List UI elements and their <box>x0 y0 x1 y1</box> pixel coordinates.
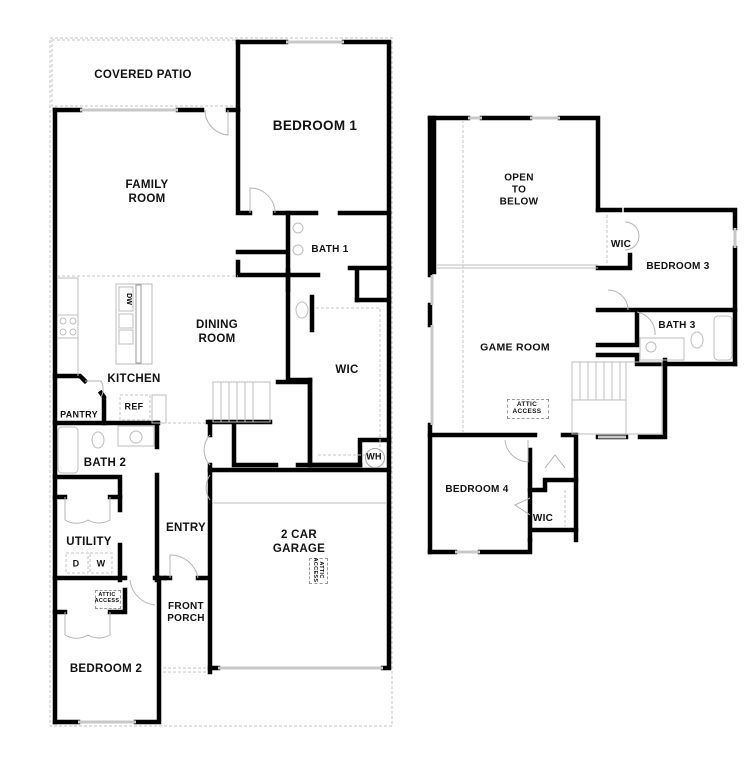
attic-access-box <box>507 399 549 419</box>
room-label-covered-patio: COVERED PATIO <box>94 68 192 81</box>
first-floor-fixtures: DW <box>57 109 387 639</box>
svg-text:DW: DW <box>125 293 132 305</box>
room-label-wic-4: WIC <box>532 512 554 524</box>
second-floor-windows <box>430 116 737 554</box>
attic-access-label: ATTIC ACCESS <box>512 400 542 415</box>
appliance-label-dryer: D <box>72 558 80 569</box>
first-floor-walls <box>52 39 392 725</box>
room-label-open-to-below: OPEN TO BELOW <box>499 172 539 209</box>
appliance-label-washer: W <box>96 558 106 569</box>
room-label-utility: UTILITY <box>66 535 112 548</box>
appliance-label-ref: REF <box>124 401 144 412</box>
attic-access-box <box>309 558 328 584</box>
water-heater-icon <box>365 448 385 468</box>
attic-access-box <box>95 590 121 609</box>
room-label-bath-1: BATH 1 <box>311 243 349 255</box>
appliance-label-wh: WH <box>366 451 382 462</box>
room-label-bath-3: BATH 3 <box>658 319 696 331</box>
room-label-bath-2: BATH 2 <box>83 456 127 469</box>
room-label-bedroom-2: BEDROOM 2 <box>69 662 143 675</box>
room-label-bedroom-4: BEDROOM 4 <box>445 483 509 495</box>
second-floor-fixtures <box>436 120 733 528</box>
attic-access-label: ATTIC ACCESS <box>312 557 325 583</box>
room-label-wic: WIC <box>335 363 359 376</box>
room-label-family-room: FAMILY ROOM <box>125 178 169 205</box>
room-label-kitchen: KITCHEN <box>107 372 161 385</box>
room-label-front-porch: FRONT PORCH <box>167 600 205 624</box>
room-label-entry: ENTRY <box>165 521 207 534</box>
room-label-bedroom-3: BEDROOM 3 <box>646 260 710 272</box>
room-label-dining-room: DINING ROOM <box>195 318 239 345</box>
first-floor-windows <box>78 40 383 724</box>
attic-access-label: ATTIC ACCESS <box>94 591 120 604</box>
room-label-bedroom-1: BEDROOM 1 <box>272 117 358 133</box>
room-label-game-room: GAME ROOM <box>480 341 550 354</box>
room-label-wic-3: WIC <box>610 238 632 250</box>
room-label-garage: 2 CAR GARAGE <box>272 528 326 555</box>
room-label-pantry: PANTRY <box>60 409 98 420</box>
